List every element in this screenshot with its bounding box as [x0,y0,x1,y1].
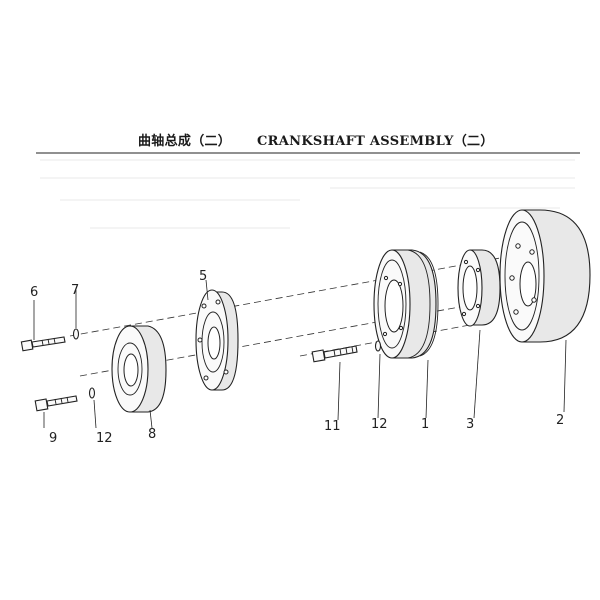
callouts: 6 7 5 9 12 8 11 12 1 3 2 [30,269,564,446]
background-ghost-lines [40,159,575,229]
callout-6: 6 [30,285,38,300]
part-12-washer-right [374,340,382,352]
part-12-washer-left [88,387,96,399]
part-5-flange-plate [195,289,239,391]
callout-11: 11 [324,419,341,434]
callout-3: 3 [466,417,474,432]
callout-2: 2 [556,413,564,428]
title-english: CRANKSHAFT ASSEMBLY（二） [257,133,494,149]
part-7-washer [72,328,80,340]
callout-9: 9 [49,431,57,446]
part-2-damper-pulley [499,209,591,343]
title-chinese: 曲轴总成（二） [138,133,231,149]
part-1-grooved-pulley [373,249,439,359]
callout-1: 1 [421,417,429,432]
callout-12-right: 12 [371,417,388,432]
part-11-bolt [311,345,358,363]
part-6-bolt [20,336,66,352]
callout-8: 8 [148,427,156,442]
part-9-bolt [34,395,78,412]
part-3-adapter-ring [457,249,501,327]
callout-7: 7 [71,283,79,298]
leader-lines [33,279,567,429]
callout-12-left: 12 [96,431,113,446]
part-8-hub-adaptor [111,325,167,413]
callout-5: 5 [199,269,207,284]
